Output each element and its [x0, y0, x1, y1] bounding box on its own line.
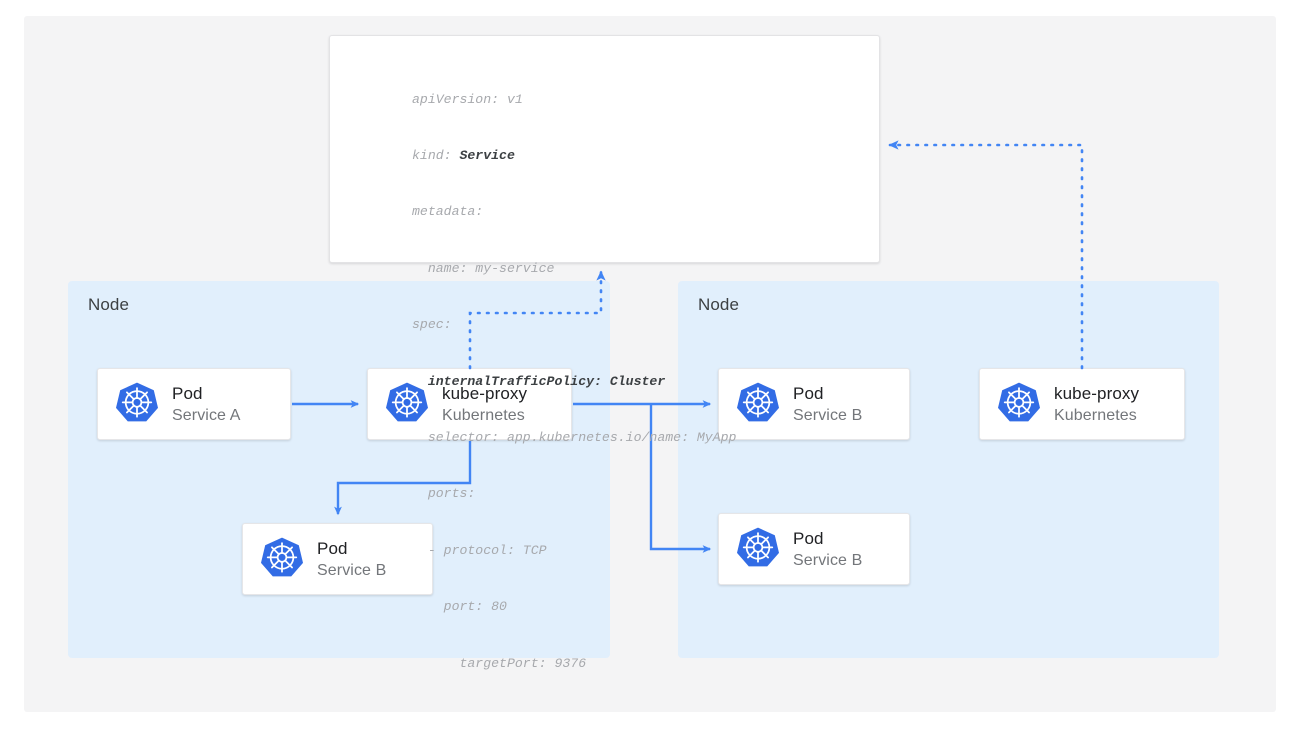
yaml-line-metadata: metadata:	[412, 204, 484, 220]
yaml-line-port: port: 80	[412, 599, 507, 615]
card-text-group: Pod Service A	[172, 382, 241, 427]
card-title: Pod	[317, 538, 348, 558]
yaml-line-name: name: my-service	[412, 260, 555, 276]
kubernetes-logo-icon	[737, 526, 779, 573]
card-title: Pod	[172, 383, 203, 403]
card-pod-service-a[interactable]: Pod Service A	[97, 368, 291, 440]
yaml-line-ports: ports:	[412, 486, 476, 502]
service-spec-yaml: apiVersion: v1 kind: Service metadata: n…	[412, 53, 736, 711]
card-title: kube-proxy	[1054, 383, 1140, 403]
yaml-line-spec: spec:	[412, 317, 452, 333]
node-label-right: Node	[698, 295, 740, 314]
yaml-line-apiversion: apiVersion: v1	[412, 91, 523, 107]
card-subtitle: Service A	[172, 406, 241, 424]
card-subtitle: Kubernetes	[442, 406, 525, 424]
card-title: kube-proxy	[442, 383, 528, 403]
card-subtitle: Service B	[793, 406, 863, 424]
kubernetes-logo-icon	[737, 381, 779, 428]
card-text-group: kube-proxy Kubernetes	[1054, 382, 1139, 427]
card-text-group: Pod Service B	[793, 527, 862, 572]
card-pod-service-b-left[interactable]: Pod Service B	[242, 523, 433, 595]
yaml-kind-key: kind:	[412, 147, 460, 163]
card-pod-service-b-remote-2[interactable]: Pod Service B	[718, 513, 910, 585]
kubernetes-logo-icon	[998, 381, 1040, 428]
card-text-group: kube-proxy Kubernetes	[442, 382, 527, 427]
card-title: Pod	[793, 383, 824, 403]
card-title: Pod	[793, 528, 824, 548]
kubernetes-logo-icon	[386, 381, 428, 428]
service-spec-card: apiVersion: v1 kind: Service metadata: n…	[329, 35, 880, 671]
yaml-line-selector: selector: app.kubernetes.io/name: MyApp	[412, 429, 737, 445]
yaml-line-protocol: - protocol: TCP	[412, 542, 547, 558]
node-label-left: Node	[88, 295, 130, 314]
card-text-group: Pod Service B	[793, 382, 862, 427]
card-subtitle: Service B	[317, 561, 387, 579]
yaml-line-internal-traffic-policy: internalTrafficPolicy: Cluster	[412, 373, 666, 389]
kubernetes-logo-icon	[116, 381, 158, 428]
card-pod-service-b-remote-1[interactable]: Pod Service B	[718, 368, 910, 440]
yaml-kind-value: Service	[459, 147, 515, 163]
card-kube-proxy-right[interactable]: kube-proxy Kubernetes	[979, 368, 1185, 440]
card-subtitle: Kubernetes	[1054, 406, 1137, 424]
card-subtitle: Service B	[793, 551, 863, 569]
node-group-right: Node	[678, 281, 1219, 658]
card-text-group: Pod Service B	[317, 537, 386, 582]
yaml-line-target-port: targetPort: 9376	[412, 655, 587, 671]
yaml-line-kind: kind: Service	[412, 147, 736, 166]
kubernetes-logo-icon	[261, 536, 303, 583]
